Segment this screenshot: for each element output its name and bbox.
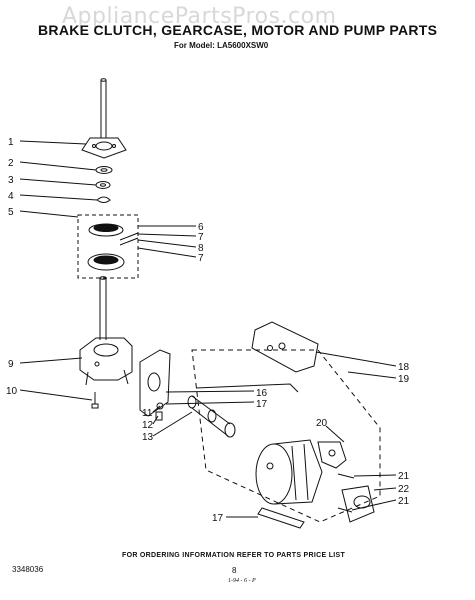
diagram-title: BRAKE CLUTCH, GEARCASE, MOTOR AND PUMP P… xyxy=(38,22,438,38)
page-number: 8 xyxy=(232,566,237,575)
part-4-clip xyxy=(96,196,111,203)
part-20-bracket xyxy=(317,441,347,469)
callout-1: 1 xyxy=(8,137,14,148)
motor-body xyxy=(255,439,323,505)
part-3-washer xyxy=(95,181,111,189)
watermark: AppliancePartsPros.com xyxy=(62,4,337,29)
callout-21a: 21 xyxy=(398,471,410,482)
part-9-gearcase xyxy=(79,337,133,386)
callout-17a: 17 xyxy=(256,399,268,410)
callout-9: 9 xyxy=(8,359,14,370)
callout-10: 10 xyxy=(6,386,18,397)
callout-2: 2 xyxy=(8,158,14,169)
callout-13: 13 xyxy=(142,432,154,443)
part-1-hub xyxy=(81,137,127,159)
leader-lines xyxy=(19,140,397,518)
part-12-bolt xyxy=(155,411,163,421)
callout-3: 3 xyxy=(8,175,14,186)
callout-18: 18 xyxy=(398,362,410,373)
part-22-pump xyxy=(341,485,375,523)
callout-16: 16 xyxy=(256,388,268,399)
part-11-nut xyxy=(156,402,164,410)
callout-21b: 21 xyxy=(398,496,410,507)
part-21-clip-a xyxy=(337,473,355,479)
callout-7b: 7 xyxy=(198,253,204,264)
callout-7a: 7 xyxy=(198,232,204,243)
lower-shaft xyxy=(99,276,107,340)
callout-11: 11 xyxy=(142,408,153,419)
part-19-motor-outline xyxy=(191,349,381,523)
callout-4: 4 xyxy=(8,191,14,202)
part-16-mounting-plate xyxy=(139,349,171,417)
document-number: 3348036 xyxy=(12,565,44,574)
callout-6: 6 xyxy=(198,222,204,233)
callout-19: 19 xyxy=(398,374,410,385)
callout-8: 8 xyxy=(198,243,204,254)
callout-20: 20 xyxy=(316,418,328,429)
part-10-screw xyxy=(91,392,99,409)
footer-mark: 1-94 - 6 - P xyxy=(228,578,256,584)
part-21-clip-b xyxy=(337,507,353,513)
callout-22: 22 xyxy=(398,484,410,495)
part-13-coupling xyxy=(187,395,236,438)
upper-shaft xyxy=(100,78,107,138)
ordering-note: FOR ORDERING INFORMATION REFER TO PARTS … xyxy=(122,552,346,559)
part-17-rod xyxy=(195,383,299,393)
callout-5: 5 xyxy=(8,207,14,218)
part-5-brake-assembly xyxy=(77,214,139,279)
callout-17b: 17 xyxy=(212,513,224,524)
model-number: For Model: LA5600XSW0 xyxy=(174,41,269,50)
part-2-washer xyxy=(95,166,113,174)
part-17-lower-rod xyxy=(257,507,305,529)
part-18-gasket xyxy=(251,321,319,373)
callout-12: 12 xyxy=(142,420,154,431)
